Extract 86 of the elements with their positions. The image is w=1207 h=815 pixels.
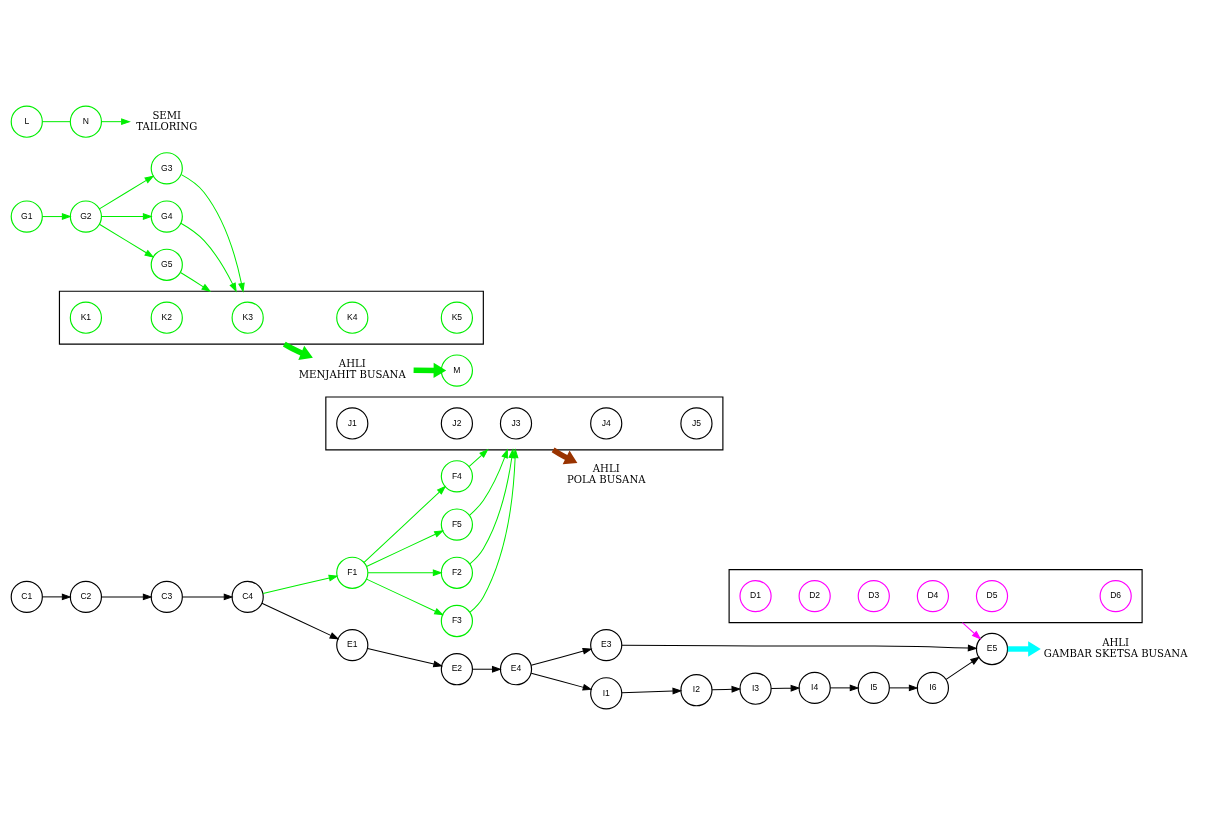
node-circle: J1 bbox=[336, 407, 369, 440]
node-circle: K5 bbox=[440, 301, 474, 334]
node-circle: I4 bbox=[798, 671, 831, 705]
node-circle: G4 bbox=[150, 200, 183, 233]
node-circle: K2 bbox=[150, 301, 183, 334]
arrow bbox=[41, 593, 72, 601]
arrow bbox=[282, 341, 313, 360]
connector bbox=[41, 121, 71, 123]
node-circle: D2 bbox=[798, 579, 831, 613]
node-circle: G2 bbox=[69, 200, 103, 233]
arrow bbox=[98, 223, 155, 258]
node-circle: E4 bbox=[499, 653, 533, 686]
arrow bbox=[888, 684, 919, 692]
arrow bbox=[41, 213, 72, 220]
cluster bbox=[58, 290, 484, 345]
node-text: AHLI MENJAHIT BUSANA bbox=[298, 357, 406, 380]
node-circle: I5 bbox=[857, 671, 890, 705]
arrow bbox=[101, 118, 131, 126]
node-circle: L bbox=[10, 105, 43, 138]
cluster bbox=[325, 396, 724, 451]
node-circle: J4 bbox=[590, 407, 623, 440]
arrow bbox=[945, 656, 980, 680]
node-circle: E1 bbox=[336, 628, 369, 662]
arrow bbox=[261, 602, 340, 640]
arrow bbox=[366, 578, 444, 616]
arrow bbox=[621, 644, 978, 652]
node-circle: E2 bbox=[440, 653, 474, 686]
node-circle: G3 bbox=[150, 152, 183, 185]
node-circle: I1 bbox=[590, 677, 623, 710]
arrow bbox=[711, 685, 742, 693]
node-circle: C3 bbox=[150, 580, 183, 614]
node-circle: D4 bbox=[916, 579, 950, 613]
node-circle: D3 bbox=[857, 579, 890, 613]
node-circle: N bbox=[69, 105, 103, 138]
arrow bbox=[101, 593, 153, 601]
node-circle: G5 bbox=[150, 248, 183, 281]
node-text: AHLI POLA BUSANA bbox=[566, 462, 646, 485]
node-circle: C2 bbox=[69, 580, 103, 614]
node-circle: J5 bbox=[680, 407, 713, 440]
arrow bbox=[829, 684, 860, 692]
arrow bbox=[262, 574, 339, 594]
arrow bbox=[363, 485, 447, 563]
node-circle: K4 bbox=[336, 301, 369, 334]
node-text: AHLI GAMBAR SKETSA BUSANA bbox=[1043, 637, 1188, 660]
node-circle: I3 bbox=[739, 672, 772, 705]
node-circle: I6 bbox=[916, 671, 950, 705]
node-circle: G1 bbox=[10, 200, 43, 233]
node-circle: K1 bbox=[69, 301, 103, 334]
arrow bbox=[180, 272, 212, 293]
node-circle: E3 bbox=[590, 628, 623, 662]
node-circle: D1 bbox=[739, 579, 772, 613]
node-circle: J2 bbox=[440, 407, 474, 440]
arrow bbox=[101, 213, 153, 220]
node-circle: F1 bbox=[336, 556, 369, 589]
arrow bbox=[530, 672, 593, 691]
arrow bbox=[413, 362, 447, 379]
node-circle: C1 bbox=[10, 580, 43, 614]
arrow bbox=[1007, 641, 1041, 657]
node-circle: I2 bbox=[680, 674, 713, 707]
arrow bbox=[530, 647, 593, 666]
node-circle: M bbox=[440, 354, 474, 387]
node-circle: D5 bbox=[975, 579, 1009, 613]
cluster bbox=[728, 569, 1143, 624]
arrow bbox=[367, 648, 444, 668]
arrow bbox=[468, 448, 508, 516]
arrow bbox=[468, 448, 489, 468]
arrow bbox=[961, 622, 982, 640]
node-circle: E5 bbox=[975, 632, 1009, 666]
node-circle: F5 bbox=[440, 508, 474, 541]
arrow bbox=[367, 569, 443, 577]
node-circle: F2 bbox=[440, 556, 474, 589]
node-circle: J3 bbox=[499, 407, 533, 440]
node-circle: F4 bbox=[440, 460, 474, 493]
node-circle: F3 bbox=[440, 604, 474, 638]
node-text: SEMI TAILORING bbox=[136, 109, 198, 132]
arrow bbox=[181, 593, 234, 601]
arrow bbox=[180, 174, 245, 293]
arrow bbox=[621, 687, 683, 695]
node-circle: D6 bbox=[1099, 579, 1132, 613]
node-circle: K3 bbox=[231, 301, 264, 334]
arrow bbox=[472, 665, 502, 673]
node-circle: C4 bbox=[231, 580, 264, 614]
arrow bbox=[770, 684, 801, 692]
arrow bbox=[366, 530, 444, 567]
arrow bbox=[180, 222, 237, 293]
arrow bbox=[98, 175, 155, 210]
